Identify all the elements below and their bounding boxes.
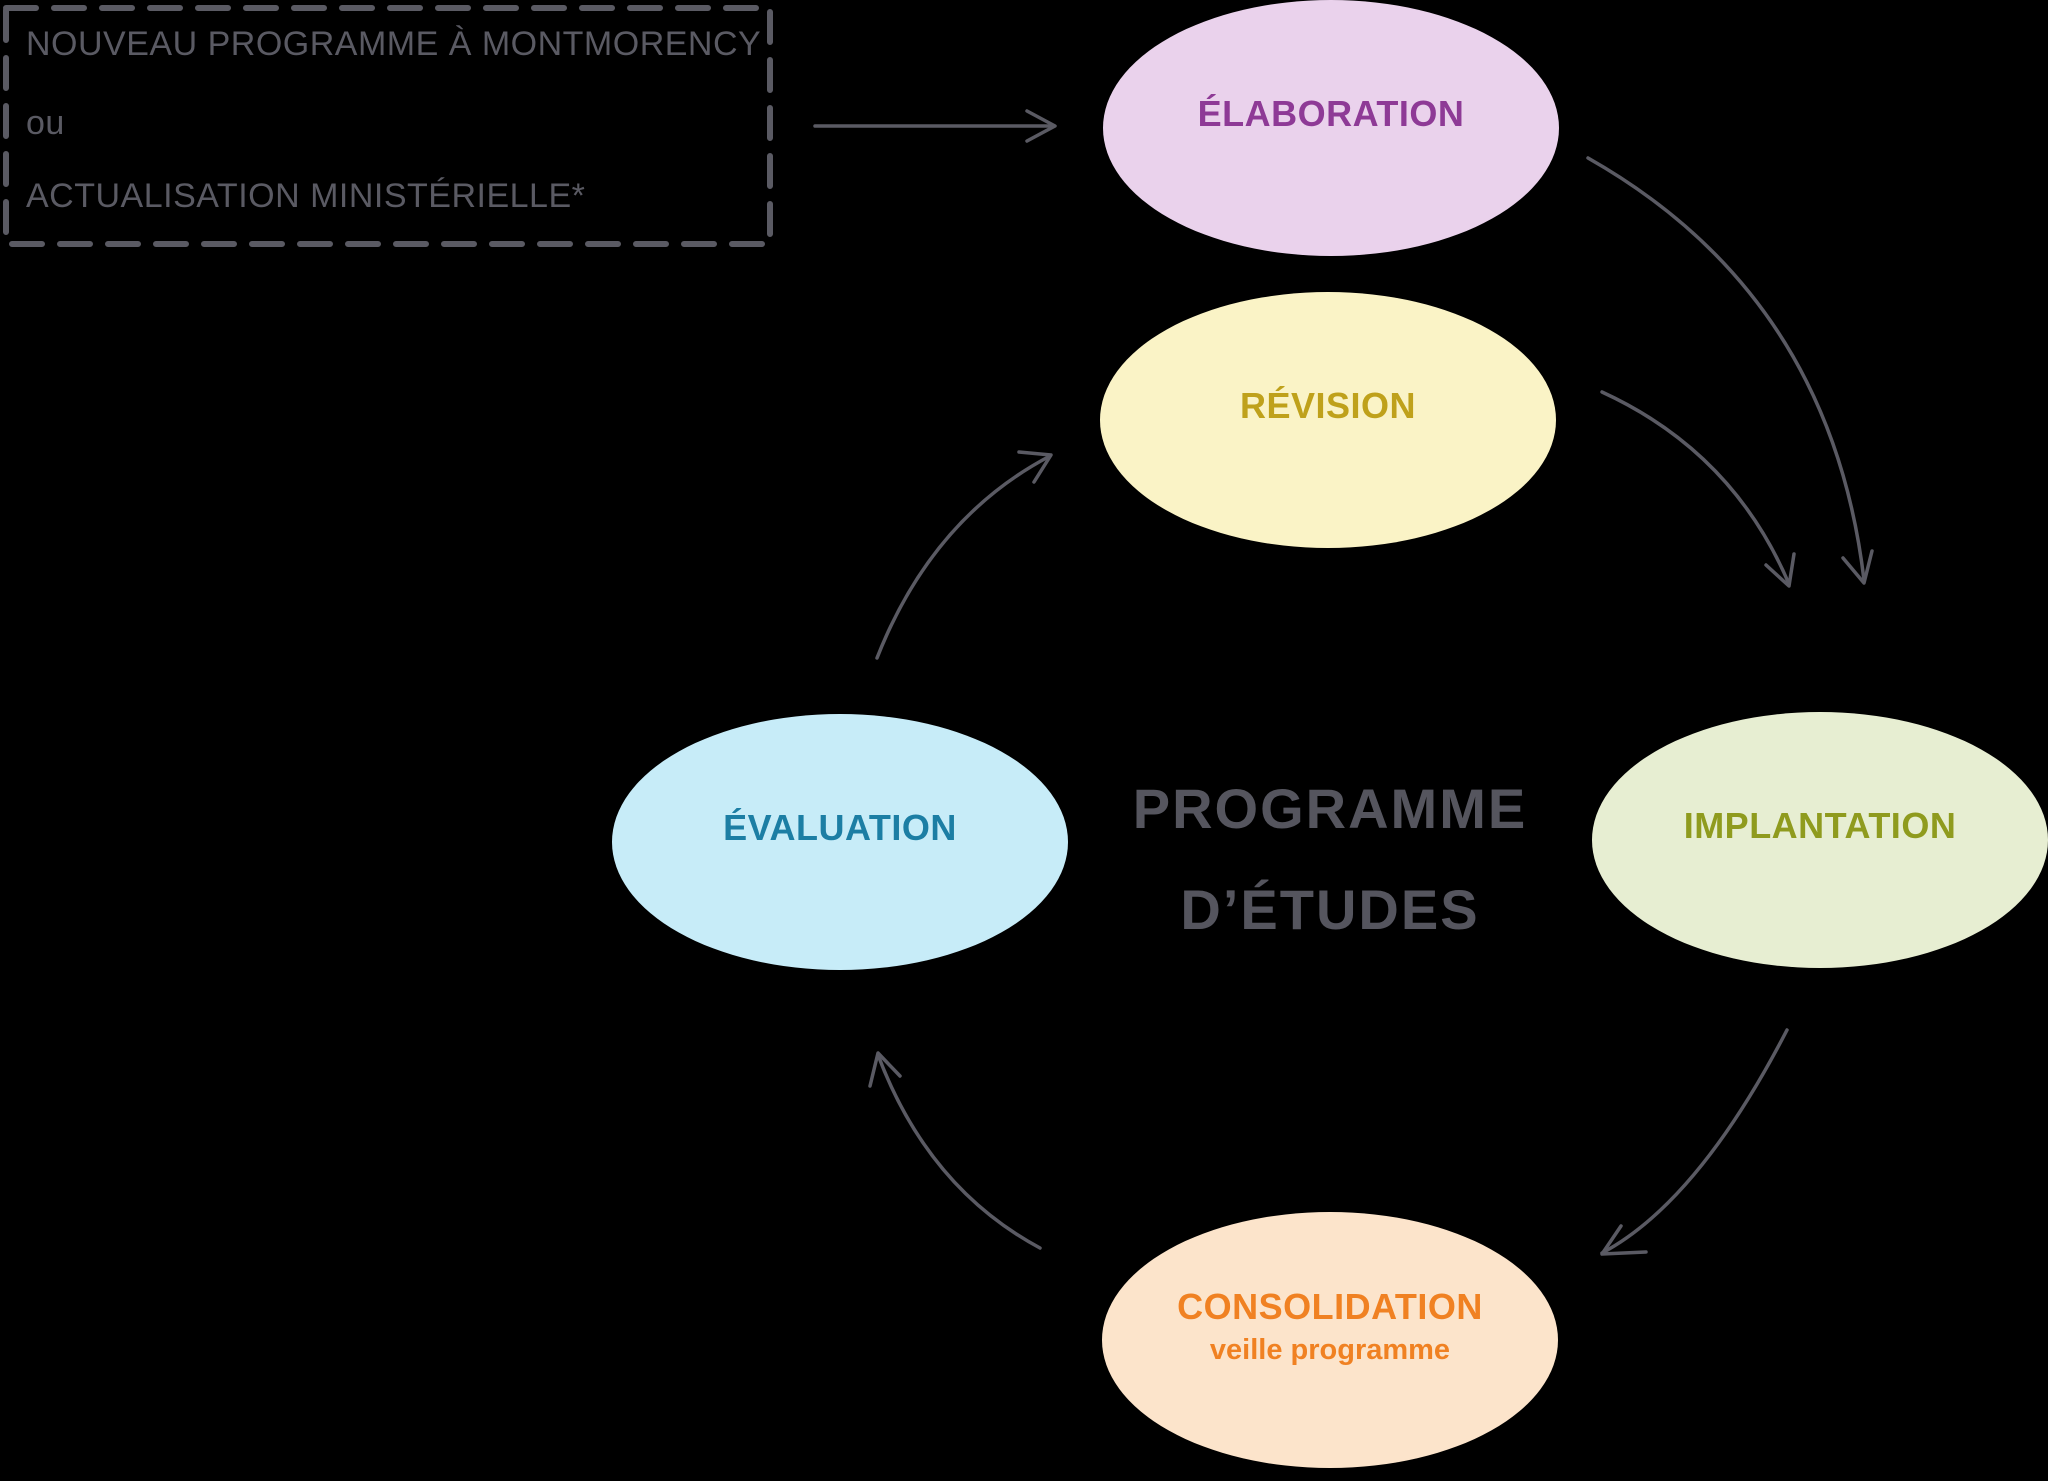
implantation-label: IMPLANTATION [1683, 805, 1957, 846]
center-title-line-2: D’ÉTUDES [1180, 878, 1480, 941]
elaboration-label: ÉLABORATION [1197, 93, 1465, 134]
revision-ellipse: RÉVISION [1100, 292, 1556, 548]
note-to-elaboration-arrow [813, 109, 1057, 143]
diagram-center-title: PROGRAMME D’ÉTUDES [1105, 758, 1555, 960]
consolidation-ellipse: CONSOLIDATION veille programme [1102, 1212, 1558, 1468]
consolidation-label: CONSOLIDATION [1177, 1285, 1483, 1327]
implantation-ellipse: IMPLANTATION [1592, 712, 2048, 968]
consolidation-to-evaluation-arrow [868, 1051, 1042, 1250]
note-box-line-2: ou [26, 104, 65, 142]
revision-to-implantation-arrow [1600, 390, 1796, 588]
revision-label: RÉVISION [1239, 385, 1417, 426]
note-box-line-1: NOUVEAU PROGRAMME À MONTMORENCY [26, 25, 762, 63]
evaluation-to-revision-arrow [875, 450, 1053, 660]
evaluation-label: ÉVALUATION [723, 807, 957, 848]
elaboration-ellipse: ÉLABORATION [1103, 0, 1559, 256]
center-title-line-1: PROGRAMME [1132, 777, 1528, 840]
note-box-dashed-border [3, 5, 773, 247]
evaluation-ellipse: ÉVALUATION [612, 714, 1068, 970]
note-box-line-3: ACTUALISATION MINISTÉRIELLE* [26, 177, 586, 215]
implantation-to-consolidation-arrow [1600, 1028, 1789, 1256]
elaboration-to-implantation-arrow [1586, 156, 1874, 585]
consolidation-sublabel: veille programme [1209, 1333, 1451, 1366]
